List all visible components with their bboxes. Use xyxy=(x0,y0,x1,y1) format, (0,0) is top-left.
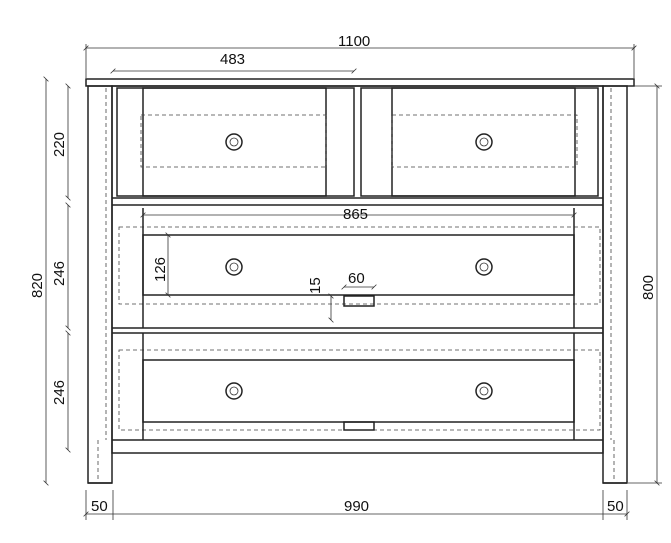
dim-left-leg: 50 xyxy=(91,498,108,515)
bottom-drawer xyxy=(142,359,575,423)
top-board xyxy=(85,78,635,87)
dim-body-height: 800 xyxy=(640,275,657,300)
body-frame xyxy=(111,85,604,454)
dim-inner-width: 865 xyxy=(343,206,368,223)
knob-icon xyxy=(475,258,493,276)
dim-top-drawer-width: 483 xyxy=(220,51,245,68)
top-right-drawer xyxy=(360,87,599,197)
dim-base-width: 990 xyxy=(344,498,369,515)
dim-right-leg: 50 xyxy=(607,498,624,515)
dim-total-height: 820 xyxy=(29,273,46,298)
knob-icon xyxy=(225,133,243,151)
dim-handle-cutout: 60 xyxy=(348,270,365,287)
knob-icon xyxy=(475,133,493,151)
knob-icon xyxy=(475,382,493,400)
dim-bottom-drawer-height: 246 xyxy=(51,380,68,405)
dim-middle-drawer-height: 246 xyxy=(51,261,68,286)
dim-top-drawer-height: 220 xyxy=(51,132,68,157)
left-post xyxy=(87,85,113,484)
knob-icon xyxy=(225,258,243,276)
dim-front-panel-height: 126 xyxy=(152,257,169,282)
dim-overall-width: 1100 xyxy=(338,33,370,50)
dim-gap-15: 15 xyxy=(307,277,324,294)
right-post xyxy=(602,85,628,484)
knob-icon xyxy=(225,382,243,400)
top-left-drawer xyxy=(116,87,355,197)
